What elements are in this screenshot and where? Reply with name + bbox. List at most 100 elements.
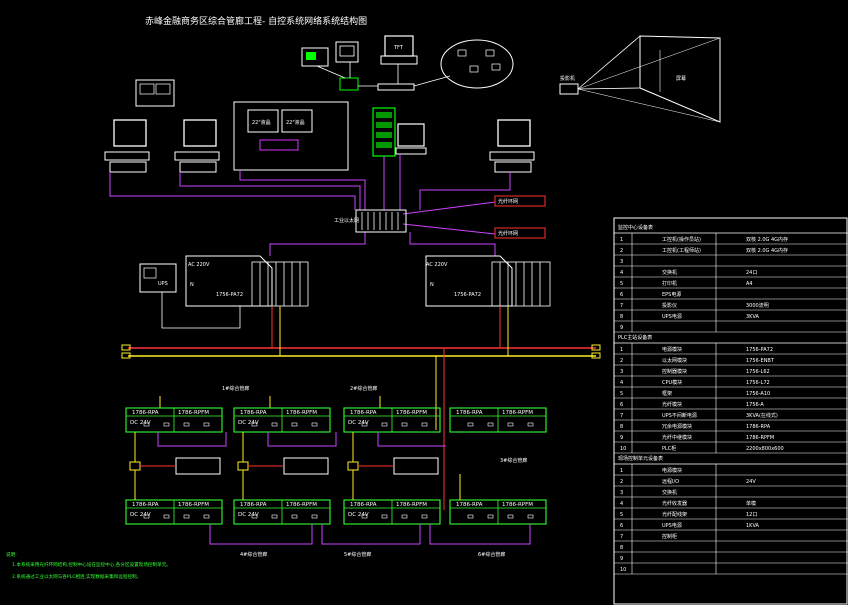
table-cell-index: 4 [620, 270, 623, 276]
io-right-label: 1786-RPFM [502, 410, 533, 416]
table-cell-name: UPS不间断电源 [662, 412, 697, 419]
table-cell-index: 9 [620, 325, 623, 331]
io-right-label: 1786-RPFM [396, 410, 427, 416]
monitor-wall: 22"液晶 22"液晶 [233, 101, 349, 171]
ac-right-label: AC 220V [426, 262, 448, 268]
table-cell-index: 1 [620, 347, 623, 353]
table-cell-name: CPU模块 [662, 379, 682, 386]
table-cell-index: 4 [620, 380, 623, 386]
workstation-left-1 [104, 119, 150, 173]
table-cell-spec: 24V [746, 479, 756, 485]
table-cell-name: 远程I/O [662, 478, 679, 485]
fiber-tags: 光纤环网 光纤环网 [494, 195, 546, 239]
table-cell-name: UPS电源 [662, 313, 682, 320]
tft-monitor-icon: TFT [380, 35, 418, 65]
table-cell-spec: A4 [746, 281, 753, 287]
table-cell-spec: 1KVA [746, 523, 760, 529]
io-dc-label: DC 24V [130, 420, 151, 426]
table-cell-name: 工控机(操作员站) [662, 236, 701, 243]
table-cell-spec: 1756-A [746, 402, 764, 408]
table-cell-index: 3 [620, 490, 623, 496]
table-cell-index: 5 [620, 391, 623, 397]
io-right-label: 1786-RPFM [178, 502, 209, 508]
table-cell-spec: 1756-PA72 [746, 347, 773, 353]
monitor-a-label: 22"液晶 [252, 119, 271, 126]
io-left-label: 1786-RPA [350, 410, 377, 416]
table-cell-index: 5 [620, 281, 623, 287]
io-left-label: 1786-RPA [240, 410, 267, 416]
table-cell-spec: 3000流明 [746, 302, 769, 309]
note-line-2: 2.系统通过工业以太网与各PLC相连,实现数据采集和远程控制。 [12, 573, 141, 580]
table-cell-index: 7 [620, 534, 623, 540]
table-cell-spec: 1756-L62 [746, 369, 770, 375]
table-cell-index: 2 [620, 248, 623, 254]
table-cell-spec: 1756-ENBT [746, 358, 775, 364]
table-cell-name: 工控机(工程师站) [662, 247, 701, 254]
table-row: 10 [620, 567, 626, 573]
table-cell-name: 交换机 [662, 269, 677, 276]
io-left-label: 1786-RPA [456, 502, 483, 508]
io-left-label: 1786-RPA [240, 502, 267, 508]
plc-rack-right: AC 220V N 1756-PA72 [425, 255, 551, 307]
table-cell-name: PLC柜 [662, 445, 676, 452]
table-cell-index: 8 [620, 545, 623, 551]
io-dc-label: DC 24V [238, 512, 259, 518]
ac-left-label: AC 220V [188, 262, 210, 268]
junction-boxes [129, 432, 461, 500]
table-cell-spec: 单模 [746, 500, 756, 507]
table-cell-name: 电源模块 [662, 467, 682, 474]
table-cell-name: 光纤收发器 [662, 500, 687, 507]
section-1-label: 1#综合管廊 [222, 385, 249, 392]
table-cell-name: 电源模块 [662, 346, 682, 353]
table-cell-spec: 24口 [746, 270, 757, 276]
table-cell-spec: 3KVA [746, 314, 760, 320]
table-cell-spec: 双核 2.0G 4G内存 [746, 236, 788, 243]
table-cell-index: 9 [620, 556, 623, 562]
io-drops [159, 348, 445, 510]
section-3-label: 3#综合管廊 [500, 457, 527, 464]
table-cell-name: 控制器模块 [662, 368, 687, 375]
io-right-label: 1786-RPFM [286, 502, 317, 508]
io-purple-links [157, 432, 531, 545]
switch-label: 工业以太网 [334, 217, 359, 224]
table-cell-spec: 3KVA(在线式) [746, 412, 778, 419]
plc-left-label: 1756-PA72 [216, 292, 243, 298]
workstation-right [489, 119, 535, 173]
table-cell-name: 光纤中继模块 [662, 434, 692, 441]
table-row: 9 [620, 325, 623, 331]
monitor-b-label: 22"液晶 [286, 119, 305, 126]
table-cell-spec: 1786-RPA [746, 424, 771, 430]
table-cell-index: 3 [620, 369, 623, 375]
ups-label: UPS [158, 281, 168, 287]
table-section-2-title: PLC主站设备表 [618, 334, 652, 341]
table-cell-spec: 2200x800x600 [746, 446, 784, 452]
tft-label: TFT [393, 45, 404, 51]
table-cell-name: 冗余电源模块 [662, 423, 692, 430]
table-cell-index: 7 [620, 303, 623, 309]
printer-group [301, 41, 359, 67]
projector-group: 投影机 屏幕 [559, 35, 721, 123]
table-section-1-title: 监控中心设备表 [618, 224, 653, 231]
table-cell-index: 6 [620, 523, 623, 529]
table-cell-index: 2 [620, 358, 623, 364]
io-right-label: 1786-RPFM [286, 410, 317, 416]
